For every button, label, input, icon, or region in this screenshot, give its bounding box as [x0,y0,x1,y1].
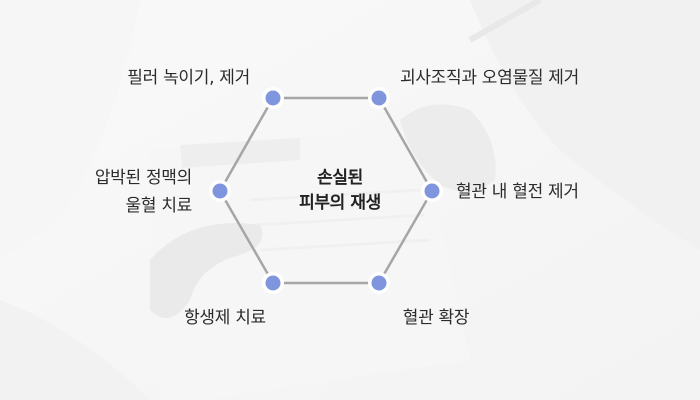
node-bottom-right [368,272,390,294]
center-title-line2: 피부의 재생 [299,193,381,213]
label-left-line1: 압박된 정맥의 [94,168,192,188]
label-top-right: 괴사조직과 오염물질 제거 [400,68,579,88]
center-title-line1: 손실된 [317,168,363,188]
label-right: 혈관 내 혈전 제거 [456,182,579,202]
label-top-left: 필러 녹이기, 제거 [127,68,250,88]
node-left [209,180,231,202]
node-bottom-left [262,272,284,294]
node-top-left [262,87,284,109]
node-right [421,180,443,202]
label-left: 압박된 정맥의 울혈 치료 [95,164,192,220]
label-bottom-right: 혈관 확장 [402,308,470,328]
label-left-line2: 울혈 치료 [125,196,193,216]
node-top-right [368,87,390,109]
label-bottom-left: 항생제 치료 [184,308,266,328]
center-title: 손실된 피부의 재생 [270,166,410,216]
